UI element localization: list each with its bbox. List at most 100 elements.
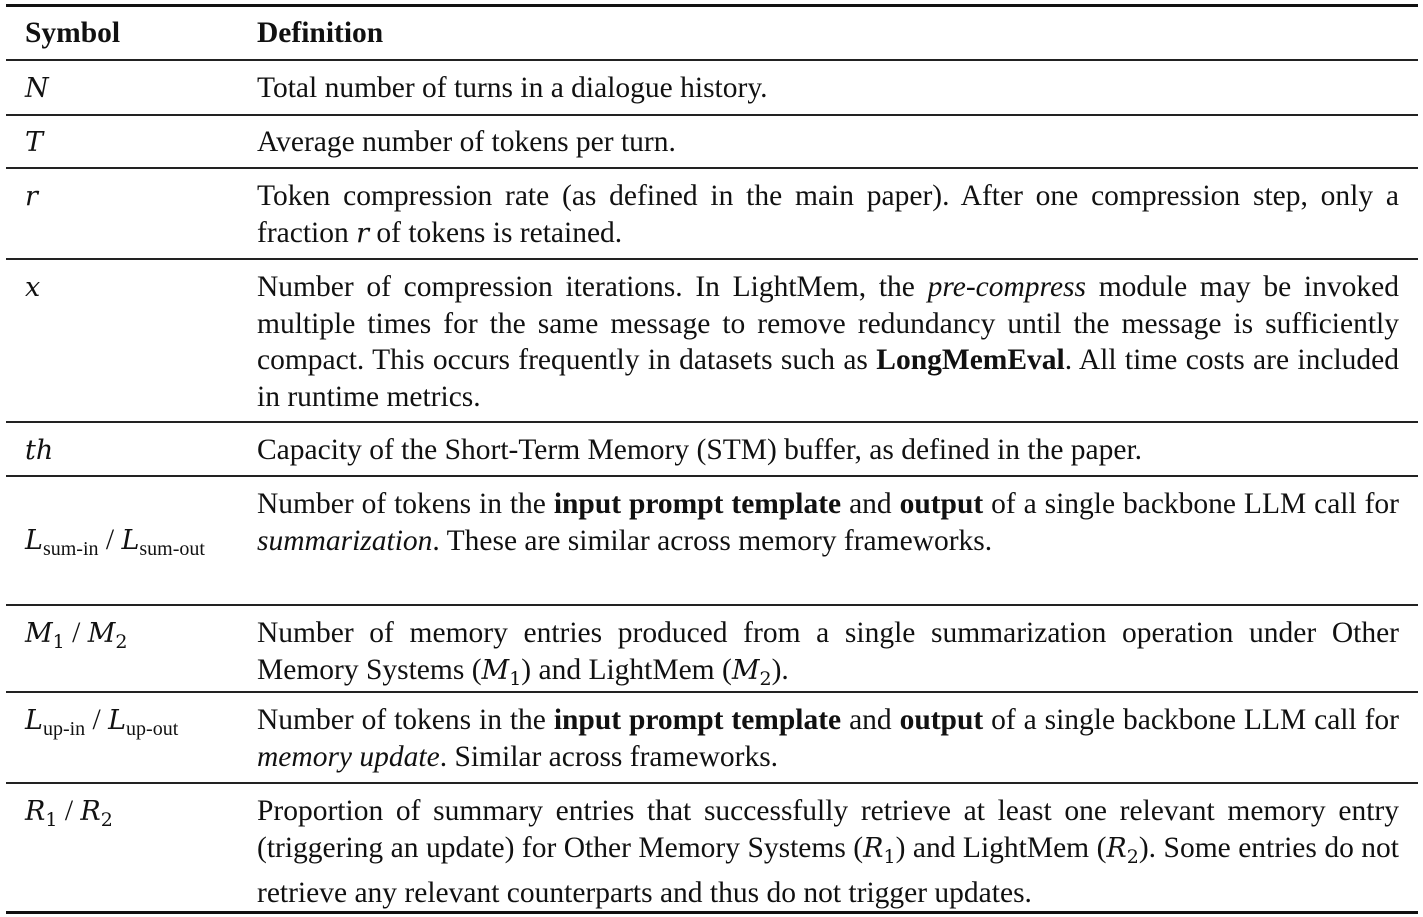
definition-cell: Number of compression iterations. In Lig…	[257, 269, 1399, 421]
text-segment: r	[25, 181, 38, 212]
text-segment: /	[57, 795, 81, 827]
text-segment: and	[841, 704, 900, 736]
row-rule	[6, 604, 1418, 606]
text-segment: R	[1106, 832, 1127, 864]
table-row: x Number of compression iterations. In Li…	[6, 260, 1418, 421]
text-segment: th	[25, 435, 54, 466]
symbol-cell: Lsum-in / Lsum-out	[6, 486, 257, 604]
definition-cell: Total number of turns in a dialogue hist…	[257, 70, 1399, 114]
text-segment: R	[25, 796, 46, 827]
row-rule	[6, 782, 1418, 784]
text-segment: input prompt template	[553, 488, 842, 520]
text-segment: sum-in	[42, 538, 99, 560]
row-rule	[6, 114, 1418, 116]
text-segment: 1	[883, 845, 896, 868]
text-segment: Capacity of the Short-Term Memory (STM) …	[257, 434, 1143, 466]
symbol-cell: N	[6, 70, 257, 114]
text-segment: L	[25, 705, 43, 736]
text-segment: M	[87, 618, 116, 649]
text-segment: 2	[115, 631, 128, 653]
text-segment: L	[108, 705, 127, 736]
text-segment: N	[25, 73, 49, 104]
row-rule	[6, 421, 1418, 423]
text-segment: /	[85, 704, 109, 736]
table-header: Symbol Definition	[6, 7, 1418, 59]
text-segment: M	[731, 654, 760, 686]
text-segment: up-in	[42, 718, 86, 740]
text-segment: L	[121, 525, 140, 556]
text-segment: sum-out	[139, 538, 205, 560]
definition-cell: Number of tokens in the input prompt tem…	[257, 486, 1399, 604]
text-segment: output	[899, 488, 984, 520]
top-rule	[6, 4, 1418, 7]
symbol-cell: T	[6, 124, 257, 167]
text-segment: of a single backbone LLM call for	[983, 704, 1399, 736]
text-segment: Total number of turns in a dialogue hist…	[257, 72, 768, 104]
symbol-cell: r	[6, 178, 257, 258]
header-rule	[6, 59, 1418, 61]
row-rule	[6, 475, 1418, 477]
text-segment: Number of memory entries produced from a…	[257, 617, 1399, 686]
text-segment: 1	[45, 809, 58, 831]
definition-cell: Number of tokens in the input prompt tem…	[257, 702, 1399, 782]
text-segment: 1	[52, 631, 65, 653]
text-segment: of a single backbone LLM call for	[983, 488, 1399, 520]
text-segment: 1	[509, 667, 522, 690]
table-row: th Capacity of the Short-Term Memory (STM…	[6, 423, 1418, 475]
text-segment: R	[80, 796, 101, 827]
definition-cell: Number of memory entries produced from a…	[257, 615, 1399, 691]
symbol-cell: Lup-in / Lup-out	[6, 702, 257, 782]
row-rule	[6, 691, 1418, 693]
text-segment: and	[841, 488, 900, 520]
row-rule	[6, 167, 1418, 169]
definition-cell: Proportion of summary entries that succe…	[257, 793, 1399, 911]
table-row: N Total number of turns in a dialogue his…	[6, 61, 1418, 114]
text-segment: up-out	[126, 718, 179, 740]
bottom-rule	[6, 911, 1418, 914]
text-segment: ) and LightMem (	[895, 831, 1107, 864]
text-segment: 2	[759, 667, 772, 690]
text-segment: ).	[771, 653, 789, 686]
text-segment: Average number of tokens per turn.	[257, 126, 676, 158]
text-segment: memory update	[257, 740, 440, 773]
text-segment: Number of tokens in the	[257, 488, 554, 520]
definition-cell: Token compression rate (as defined in th…	[257, 178, 1399, 258]
text-segment: pre-compress	[927, 271, 1086, 303]
text-segment: 2	[1126, 845, 1139, 868]
symbol-cell: th	[6, 432, 257, 475]
header-symbol: Symbol	[25, 16, 121, 49]
text-segment: input prompt template	[553, 704, 842, 736]
definition-cell: Capacity of the Short-Term Memory (STM) …	[257, 432, 1399, 475]
text-segment: M	[481, 654, 510, 686]
text-segment: M	[25, 618, 53, 649]
text-segment: L	[25, 525, 43, 556]
text-segment: . Similar across frameworks.	[439, 740, 779, 773]
text-segment: summarization	[257, 524, 433, 557]
text-segment: . These are similar across memory framew…	[432, 524, 993, 557]
text-segment: T	[25, 127, 44, 158]
definition-cell: Average number of tokens per turn.	[257, 124, 1399, 167]
text-segment: of tokens is retained.	[369, 216, 623, 249]
text-segment: ) and LightMem (	[521, 653, 732, 686]
text-segment: . All time costs are included in runtime…	[257, 344, 1400, 413]
text-segment: 2	[100, 809, 113, 831]
text-segment: LongMemEval	[876, 344, 1065, 376]
text-segment: x	[25, 272, 41, 303]
text-segment: r	[356, 217, 370, 249]
symbol-definition-table: Symbol Definition N Total number of turns…	[6, 4, 1418, 914]
text-segment: Number of tokens in the	[257, 704, 554, 736]
text-segment: Proportion of summary entries that succe…	[257, 795, 1399, 864]
text-segment: output	[899, 704, 984, 736]
text-segment: R	[863, 832, 884, 864]
table-body: N Total number of turns in a dialogue his…	[6, 61, 1418, 914]
symbol-cell: x	[6, 269, 257, 421]
row-rule	[6, 258, 1418, 260]
text-segment: Token compression rate (as defined in th…	[257, 180, 1399, 249]
symbol-cell: R1 / R2	[6, 793, 257, 911]
text-segment: /	[64, 617, 88, 649]
